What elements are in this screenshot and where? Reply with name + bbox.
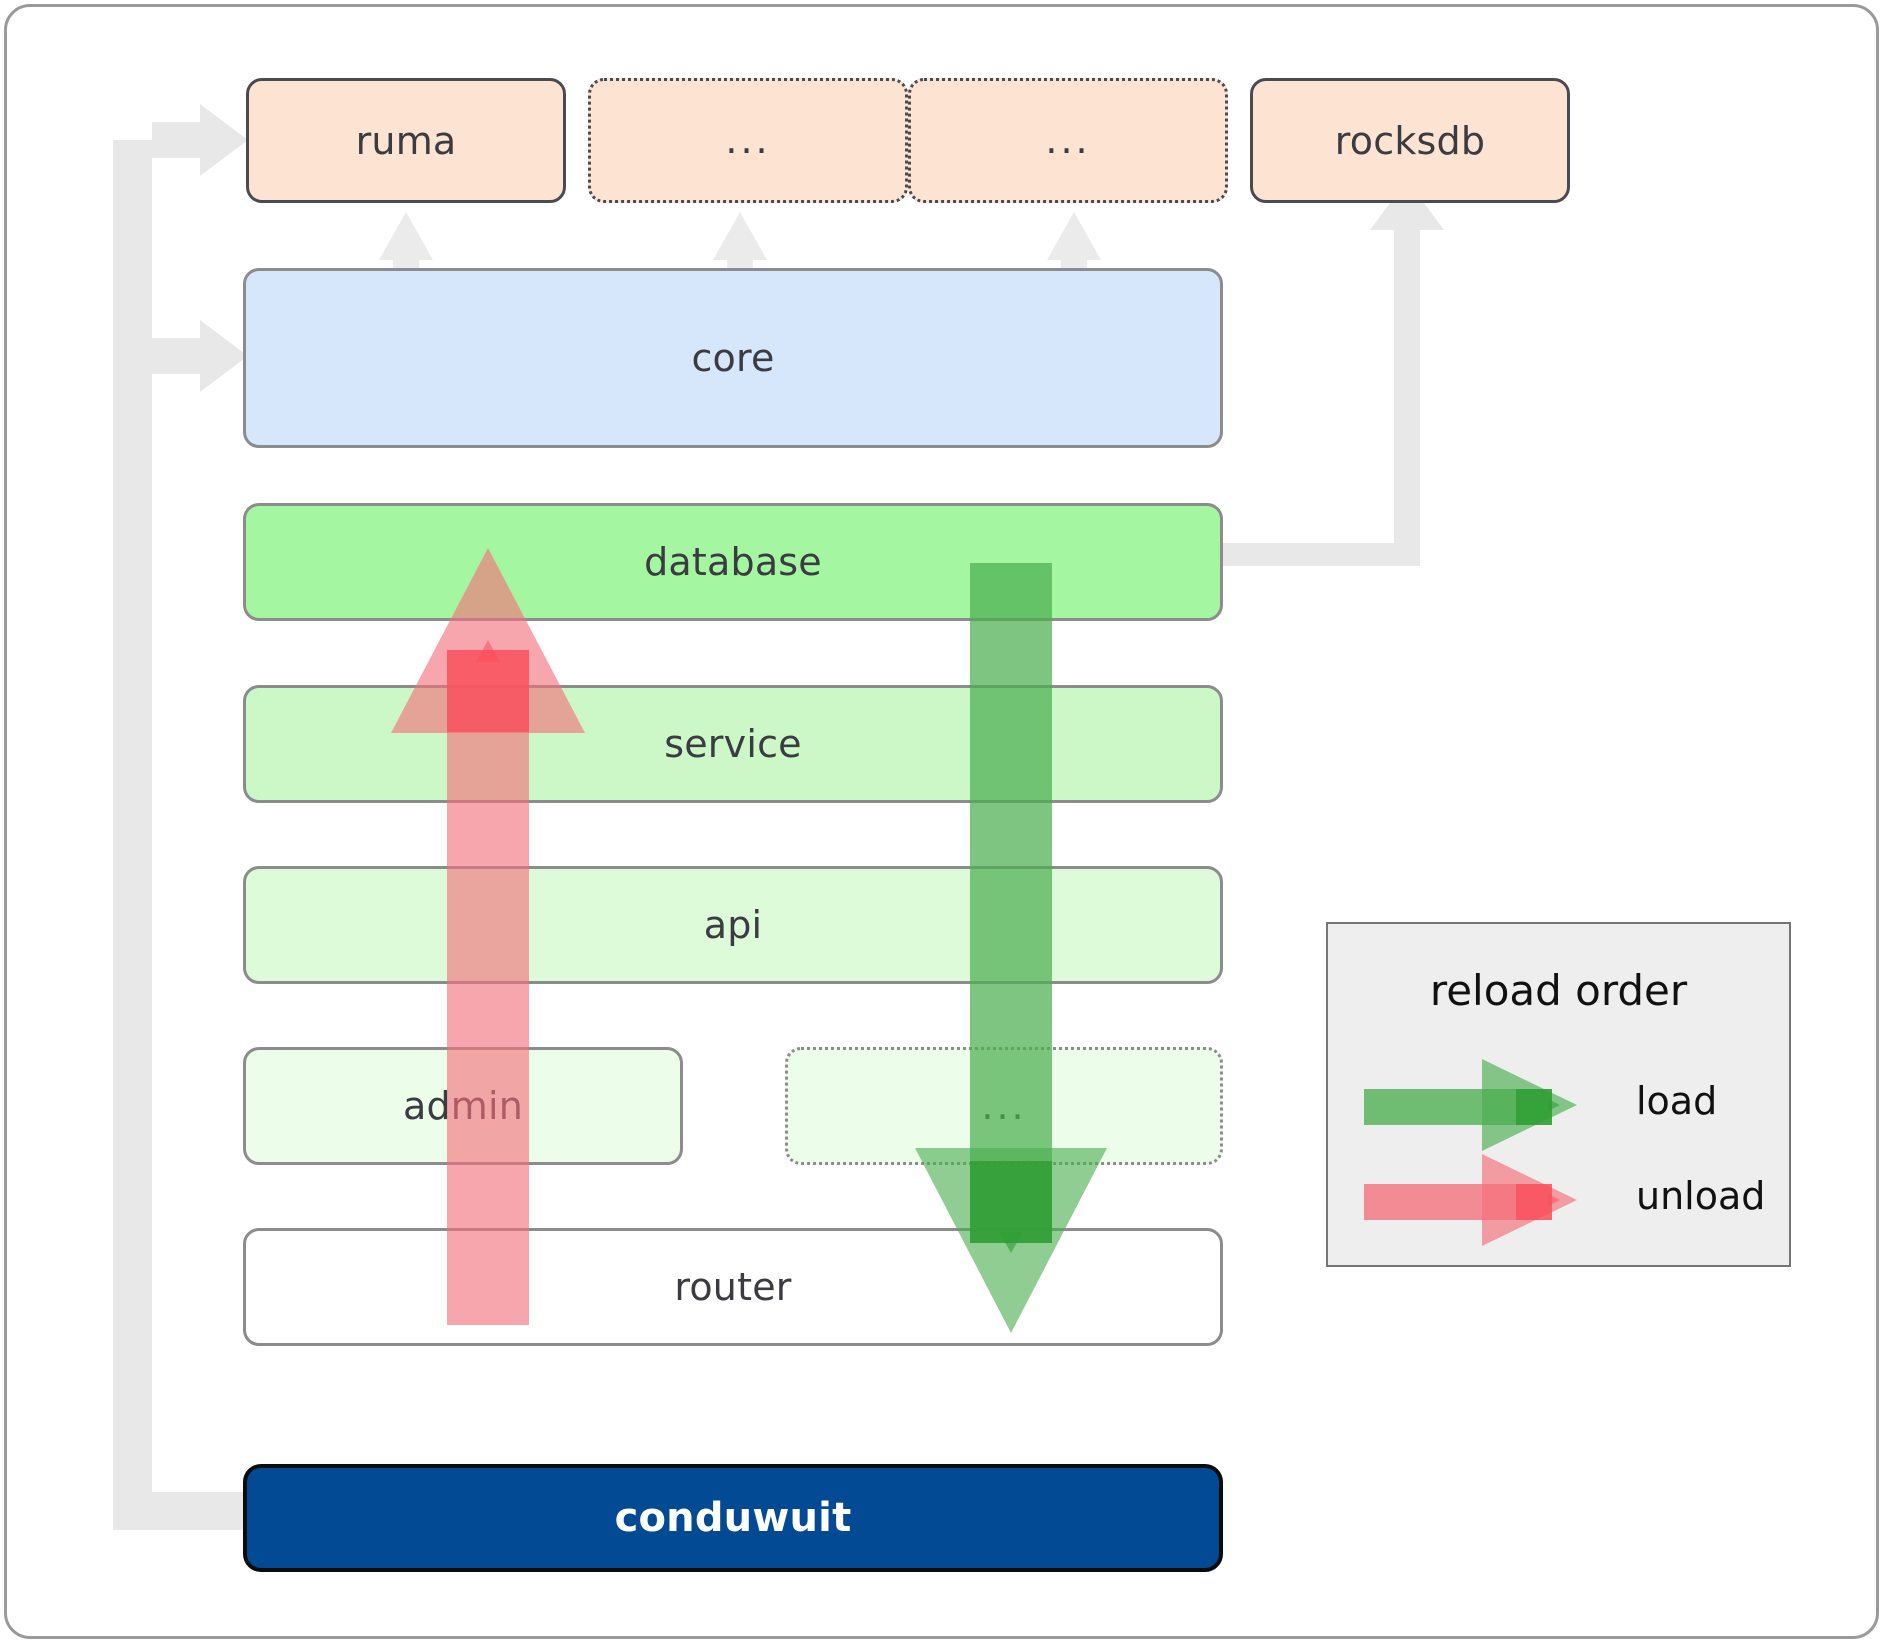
legend-unload-arrow-icon	[1364, 1154, 1577, 1246]
connector-core-to-dependencies	[379, 212, 1101, 272]
connector-conduwuit-to-crates	[113, 104, 248, 1530]
node-dependency-ellipsis-2[interactable]: ...	[908, 78, 1228, 203]
legend-load-label: load	[1636, 1079, 1718, 1123]
node-service-label: service	[664, 722, 802, 766]
node-rocksdb-label: rocksdb	[1334, 118, 1486, 163]
node-api[interactable]: api	[243, 866, 1223, 984]
node-router[interactable]: router	[243, 1228, 1223, 1346]
node-router-label: router	[674, 1265, 792, 1309]
node-database-label: database	[644, 540, 822, 584]
node-ruma[interactable]: ruma	[246, 78, 566, 203]
load-flow-arrow	[915, 563, 1107, 1333]
node-conduwuit-label: conduwuit	[614, 1495, 852, 1541]
node-conduwuit[interactable]: conduwuit	[243, 1464, 1223, 1572]
connector-database-to-rocksdb	[1222, 180, 1444, 566]
legend-reload-order: reload order load unload	[1326, 922, 1791, 1267]
unload-flow-arrow	[391, 548, 585, 1325]
legend-load-arrow-icon	[1364, 1059, 1577, 1151]
node-core[interactable]: core	[243, 268, 1223, 448]
node-rocksdb[interactable]: rocksdb	[1250, 78, 1570, 203]
node-api-label: api	[703, 903, 763, 947]
legend-title: reload order	[1429, 966, 1688, 1015]
node-dependency-ellipsis-1[interactable]: ...	[588, 78, 908, 203]
node-database[interactable]: database	[243, 503, 1223, 621]
legend-unload-label: unload	[1636, 1174, 1766, 1218]
node-ruma-label: ruma	[355, 118, 457, 163]
node-core-label: core	[691, 336, 775, 380]
